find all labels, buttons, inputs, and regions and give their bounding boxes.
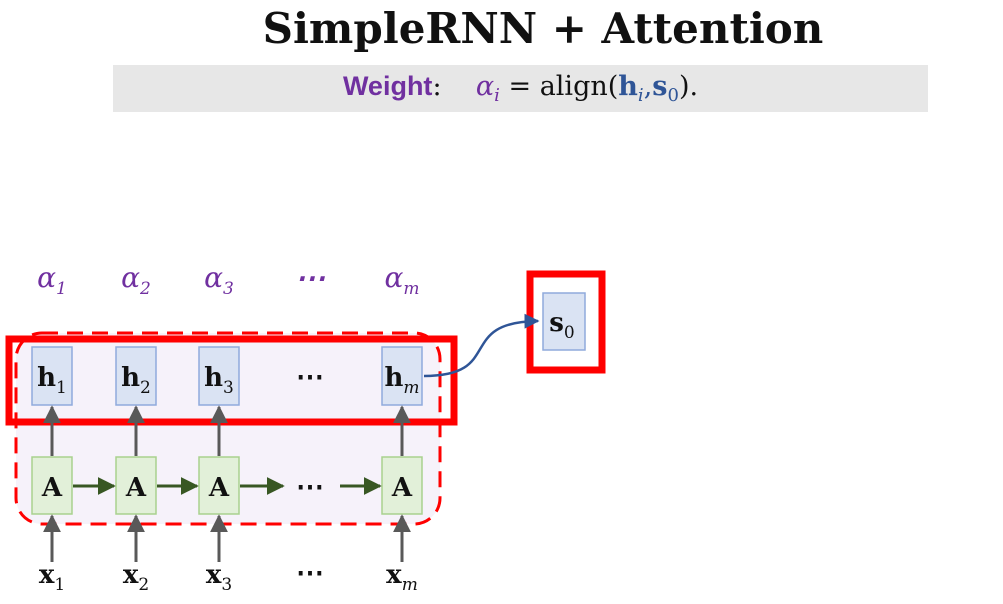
hidden-state-label-3: h3 [204,363,234,398]
weight-alpha-3: α3 [204,261,234,299]
rnn-cell-label-3: A [208,473,230,503]
formula-alpha-sub: i [494,85,500,106]
formula-s-sub: 0 [667,85,679,106]
input-label-1: x1 [39,560,65,595]
hidden-state-box-3 [198,346,240,406]
rnn-cell-box-1 [31,456,73,515]
hidden-state-label-2: h2 [121,363,151,398]
formula-colon: : [432,71,442,102]
input-label-3: x3 [206,560,232,595]
hidden-state-label-m: hm [384,363,419,398]
formula-comma: , [643,71,653,102]
rnn-cell-box-5 [381,456,423,515]
hm-to-s0-connector [423,313,540,378]
rnn-cell-label-5: A [391,473,413,503]
weight-alpha-1: α1 [37,261,67,299]
weight-ellipsis: ⋯ [295,261,325,296]
formula-h-sub: i [637,85,644,106]
formula-close: ). [678,71,699,102]
weight-formula: Weight: αi = align(hi,s0). [113,71,928,106]
rnn-cell-box-2 [115,456,157,515]
formula-bar: Weight: αi = align(hi,s0). [113,65,928,112]
formula-h: h [618,71,638,102]
rnn-cell-label-1: A [41,473,63,503]
weight-label: Weight [342,71,433,101]
decoder-state-box [542,292,586,351]
input-label-2: x2 [123,560,149,595]
formula-func: align( [539,71,619,102]
hidden-state-box-1 [31,346,73,406]
rnn-cell-box-3 [198,456,240,515]
rnn-cell-label-2: A [125,473,147,503]
weight-alpha-2: α2 [121,261,151,299]
weight-alpha-m: αm [384,261,419,299]
cell-ellipsis: ⋯ [296,470,324,503]
formula-s: s [652,71,668,102]
page-title: SimpleRNN + Attention [262,4,824,53]
hidden-state-label-1: h1 [37,363,67,398]
hidden-state-ellipsis: ⋯ [296,360,324,393]
input-label-m: xm [386,560,418,595]
formula-equals: = [508,71,532,102]
input-ellipsis: ⋯ [296,556,324,589]
hidden-states-highlight [5,335,458,426]
hidden-state-box-2 [115,346,157,406]
decoder-state-label: s0 [549,308,574,343]
formula-alpha: α [475,71,495,102]
hidden-state-box-m [381,346,423,406]
